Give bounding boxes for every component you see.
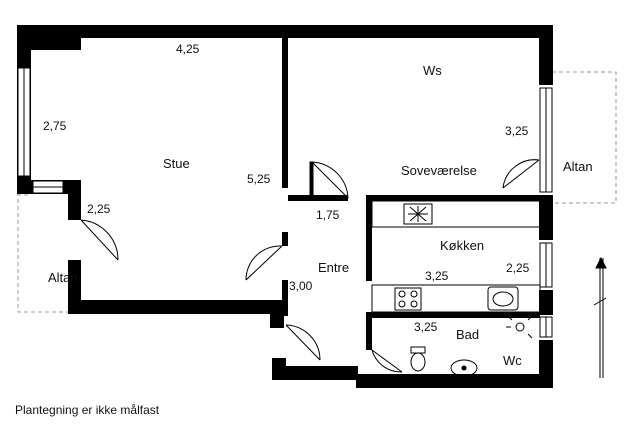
plan-disclaimer: Plantegning er ikke målfast xyxy=(15,403,160,417)
kitchen-fixtures xyxy=(371,200,541,313)
dim-stue-right: 5,25 xyxy=(247,172,271,186)
label-entre: Entre xyxy=(318,260,349,275)
toilet-icon xyxy=(410,346,426,372)
extractor-hood-icon xyxy=(403,203,433,225)
windows xyxy=(17,67,553,338)
dim-entre-top: 1,75 xyxy=(316,208,340,222)
interior-walls xyxy=(282,38,540,350)
dim-stue-lower-left: 2,25 xyxy=(87,202,111,216)
balcony-left xyxy=(17,194,68,313)
dim-bad-width: 3,25 xyxy=(414,320,438,334)
washbasin-icon xyxy=(450,359,478,377)
doors xyxy=(80,159,540,373)
dim-stue-top: 4,25 xyxy=(176,42,200,56)
stove-icon xyxy=(394,287,422,311)
label-altan-left: Altan xyxy=(48,270,78,285)
dim-stue-left: 2,75 xyxy=(43,119,67,133)
dim-kokken-width: 3,25 xyxy=(425,269,449,283)
dim-entre-bottom: 3,00 xyxy=(289,279,313,293)
kitchen-sink-icon xyxy=(487,286,519,311)
label-ws: Ws xyxy=(423,63,442,78)
label-sovevaerelse: Soveværelse xyxy=(401,163,477,178)
label-kokken: Køkken xyxy=(440,238,484,253)
label-wc: Wc xyxy=(503,353,522,368)
label-bad: Bad xyxy=(456,327,479,342)
bathroom-fixtures xyxy=(410,313,533,377)
balcony-right xyxy=(552,71,617,204)
label-stue: Stue xyxy=(163,156,190,171)
north-arrow-icon xyxy=(593,256,607,378)
dim-kokken-depth: 2,25 xyxy=(506,261,530,275)
dim-sove-depth: 3,25 xyxy=(505,124,529,138)
shower-icon xyxy=(506,313,533,339)
label-altan-right: Altan xyxy=(563,159,593,174)
